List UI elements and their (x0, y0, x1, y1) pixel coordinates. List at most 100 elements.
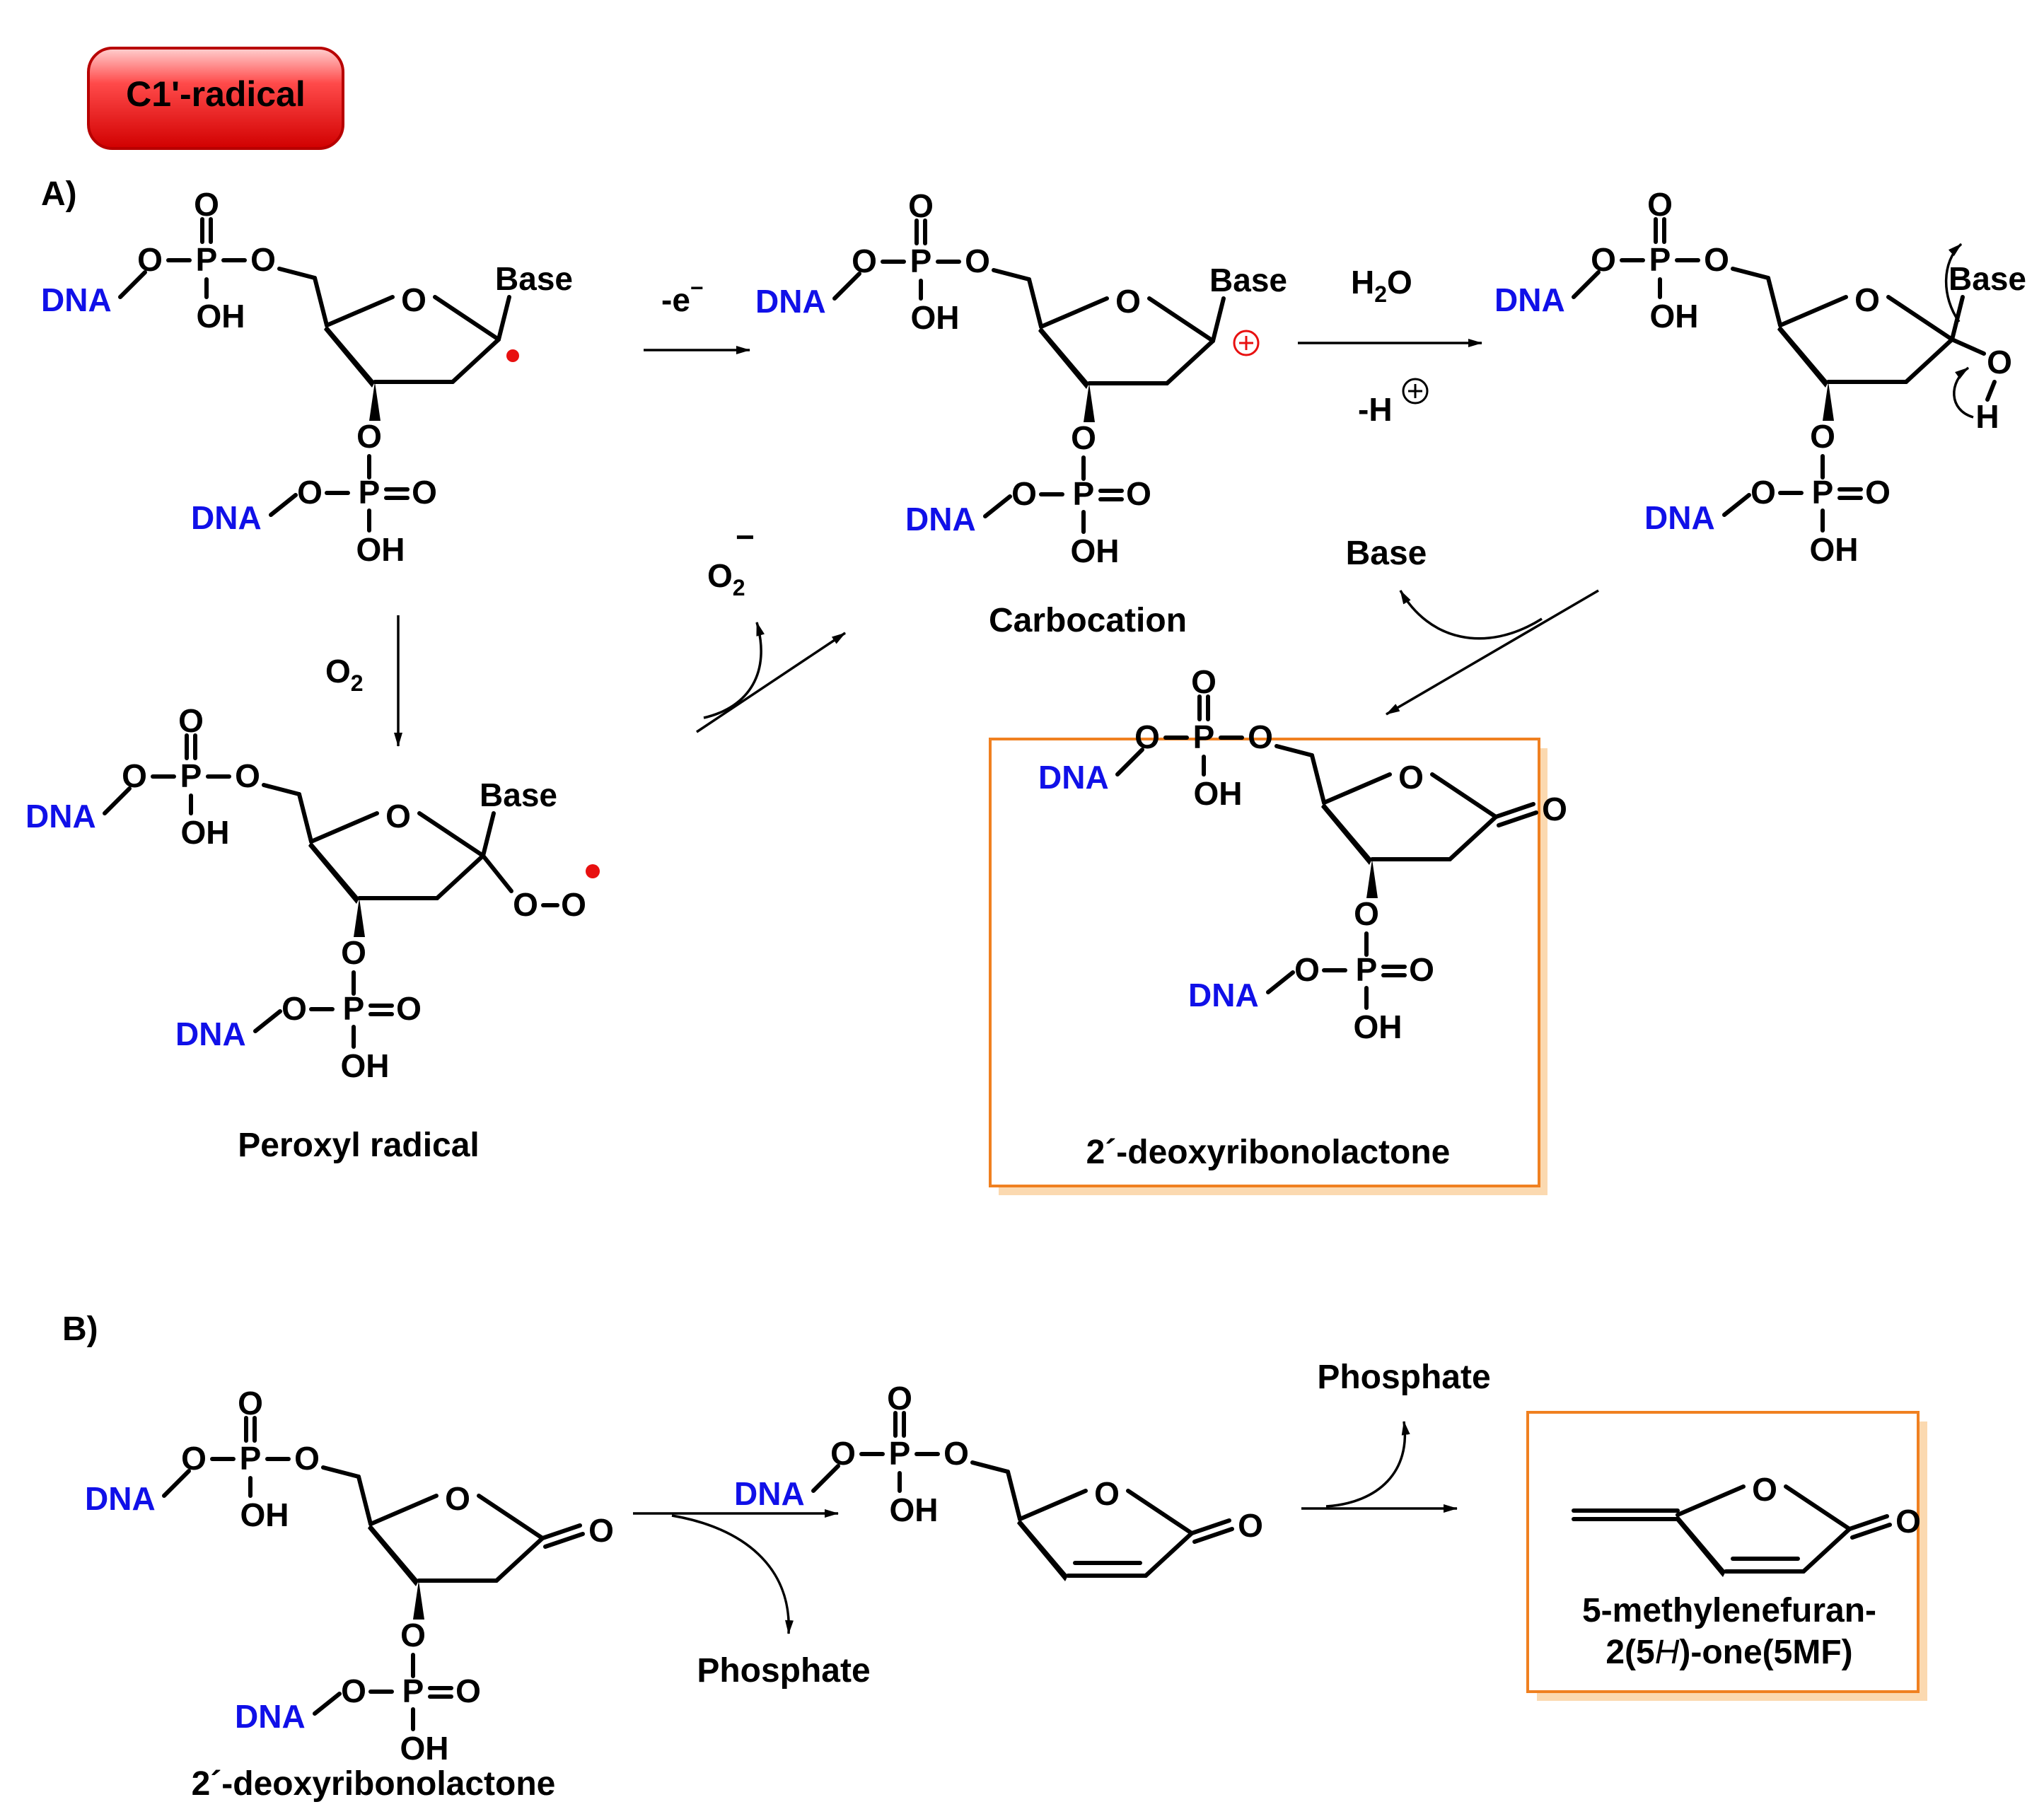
atom-h: H (1975, 398, 1999, 435)
atom-p: P (910, 243, 932, 279)
atom-o-peroxy: O (513, 886, 538, 923)
c1-radical-badge: C1'-radical (87, 47, 344, 150)
dna-label: DNA (755, 283, 826, 320)
molecule-carbocation: DNA O P O OH O O Base O DNA O P (755, 187, 1287, 569)
section-b-label: B) (62, 1310, 98, 1348)
dna-label: DNA (1494, 281, 1565, 318)
arrow-superoxide-release (696, 632, 846, 733)
reagent-minus-proton: -H (1358, 391, 1393, 428)
atom-o-ester: O (235, 757, 260, 794)
atom-p: P (402, 1673, 424, 1709)
atom-oh: OH (181, 814, 230, 851)
atom-o-peroxy: O (561, 886, 586, 923)
positive-charge (1233, 330, 1260, 356)
atom-o: O (297, 474, 323, 511)
atom-oh: OH (197, 298, 245, 335)
atom-o-hydroxyl: O (1987, 344, 2012, 380)
ring-o: O (1115, 283, 1141, 320)
ring-o: O (401, 281, 426, 318)
atom-p: P (1073, 475, 1095, 512)
atom-o-double: O (1191, 663, 1216, 700)
atom-o-3: O (1354, 895, 1379, 932)
base-label: Base (1949, 260, 2026, 297)
atom-oh: OH (400, 1730, 449, 1767)
atom-p: P (343, 990, 365, 1027)
atom-oh: OH (890, 1492, 939, 1528)
atom-o-double: O (908, 187, 934, 224)
atom-oh: OH (1071, 533, 1120, 569)
proton-charge (1402, 378, 1429, 405)
dna-label: DNA (235, 1698, 306, 1735)
reagent-water: H2O (1351, 264, 1412, 307)
curved-arrow-phosphate-1 (671, 1514, 794, 1634)
mf-label-line2: 2(5H)-one(5MF) (1605, 1634, 1852, 1671)
carbocation-label: Carbocation (989, 602, 1187, 639)
atom-o: O (122, 757, 147, 794)
atom-o-double: O (178, 702, 204, 739)
mf-label-line1: 5-methylenefuran- (1582, 1592, 1876, 1629)
curved-arrow-superoxide (703, 622, 765, 719)
atom-o-ester: O (294, 1440, 320, 1477)
dna-label: DNA (1038, 759, 1109, 796)
atom-o-carbonyl: O (1542, 791, 1567, 827)
atom-o-ester: O (943, 1435, 969, 1472)
atom-o-double: O (887, 1380, 912, 1417)
atom-oh: OH (341, 1047, 390, 1084)
badge-label: C1'-radical (126, 74, 306, 114)
ring-o: O (1398, 759, 1424, 796)
dna-label: DNA (1188, 977, 1259, 1013)
dna-label: DNA (191, 499, 262, 536)
atom-p: P (180, 757, 202, 794)
atom-p: P (1649, 241, 1671, 278)
reagent-o2: O2 (325, 653, 364, 696)
atom-o-double: O (1865, 474, 1891, 511)
reagent-minus-e: -e− (661, 275, 704, 318)
lactone-b-label: 2´-deoxyribonolactone (192, 1765, 556, 1803)
molecule-c1-radical: DNA O P O OH O O Base (41, 186, 573, 568)
atom-p: P (1356, 951, 1378, 988)
ring-o: O (1094, 1475, 1120, 1512)
atom-o-3: O (400, 1617, 426, 1653)
atom-oh: OH (1194, 775, 1243, 812)
atom-p: P (889, 1435, 911, 1472)
dna-label: DNA (85, 1480, 156, 1517)
atom-o: O (137, 241, 163, 278)
atom-o: O (852, 243, 877, 279)
atom-o-double: O (238, 1385, 263, 1421)
atom-oh: OH (1650, 298, 1699, 335)
molecule-lactone-b: DNA O P O OH O O O O DNA O P O OH (85, 1385, 614, 1767)
atom-o-carbonyl: O (588, 1512, 614, 1549)
ring-o: O (1854, 281, 1880, 318)
superoxide-charge: − (736, 518, 755, 555)
molecule-peroxyl-radical: DNA O P O OH O O Base O O O DNA O P (25, 702, 600, 1084)
electron-push-arrow (1944, 243, 1963, 323)
atom-o-ester: O (965, 243, 990, 279)
arrow-base-release (1386, 589, 1599, 716)
atom-p: P (1193, 719, 1215, 755)
atom-o-ester: O (1248, 719, 1273, 755)
mf-product-box (1526, 1411, 1927, 1701)
atom-o: O (1294, 951, 1320, 988)
atom-p: P (1812, 474, 1834, 511)
atom-oh: OH (356, 531, 405, 568)
atom-o: O (341, 1673, 366, 1709)
atom-o-ester: O (250, 241, 276, 278)
atom-o: O (1591, 241, 1616, 278)
electron-push-arrow (1953, 366, 1974, 419)
base-label: Base (480, 777, 557, 813)
phosphate-1-label: Phosphate (697, 1652, 870, 1690)
atom-o-carbonyl: O (1238, 1507, 1263, 1544)
radical-dot (506, 349, 519, 362)
atom-o: O (830, 1435, 856, 1472)
molecule-lactone-a: DNA O P O OH O O O O DNA O P O OH (1038, 663, 1567, 1045)
atom-o-double: O (455, 1673, 481, 1709)
atom-o: O (1134, 719, 1160, 755)
lactone-a-label: 2´-deoxyribonolactone (1086, 1134, 1451, 1171)
atom-o: O (1011, 475, 1037, 512)
atom-oh: OH (911, 299, 960, 336)
atom-oh: OH (1810, 531, 1859, 568)
atom-o: O (1750, 474, 1776, 511)
atom-p: P (240, 1440, 262, 1477)
atom-o-3: O (341, 934, 366, 971)
